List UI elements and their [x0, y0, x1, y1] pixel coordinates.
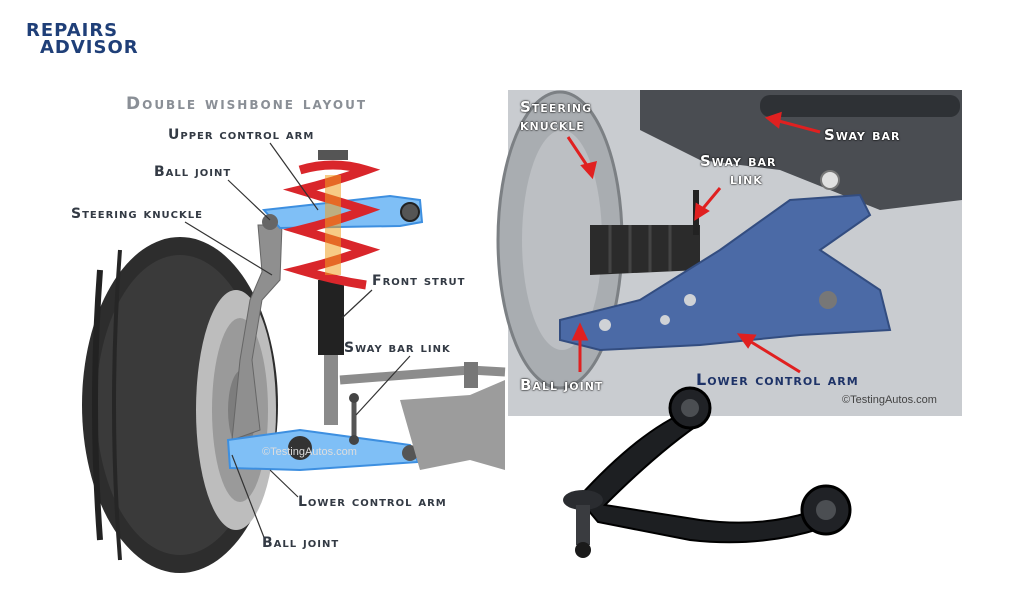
logo-line-1: REPAIRS: [26, 20, 119, 41]
coil-spring-strut: [282, 150, 381, 425]
label-ball-joint-bottom: Ball joint: [262, 535, 340, 551]
photo-label-steering-knuckle-1: Steering: [520, 98, 593, 116]
logo-line-2: ADVISOR: [40, 37, 139, 58]
leader-lines: [184, 142, 411, 541]
diagram-title: Double wishbone layout: [126, 94, 368, 114]
subframe-shape: [400, 380, 505, 470]
photo-red-arrows: [566, 111, 821, 374]
photo-label-sway-bar-link-1: Sway bar: [700, 152, 777, 170]
repairs-advisor-logo: REPAIRS ADVISOR: [26, 20, 139, 58]
steering-knuckle-shape: [231, 224, 283, 441]
label-upper-control-arm: Upper control arm: [168, 127, 315, 143]
tire-illustration: [82, 237, 278, 573]
photo-label-sway-bar: Sway bar: [824, 126, 901, 144]
photo-label-lower-control-arm: Lower control arm: [696, 370, 859, 389]
diagram-watermark: ©TestingAutos.com: [262, 446, 357, 458]
photo-lower-control-arm: [559, 193, 892, 352]
label-ball-joint-top: Ball joint: [154, 164, 232, 180]
label-lower-control-arm: Lower control arm: [298, 494, 447, 510]
label-steering-knuckle: Steering knuckle: [71, 206, 203, 222]
photo-label-steering-knuckle-2: knuckle: [520, 116, 585, 134]
photo-label-ball-joint: Ball joint: [520, 376, 604, 394]
label-front-strut: Front strut: [372, 273, 466, 289]
label-sway-bar-link: Sway bar link: [344, 340, 451, 356]
photo-label-sway-bar-link-2: link: [730, 170, 763, 188]
upper-control-arm-shape: [261, 194, 424, 230]
photo-copyright: ©TestingAutos.com: [842, 394, 937, 406]
